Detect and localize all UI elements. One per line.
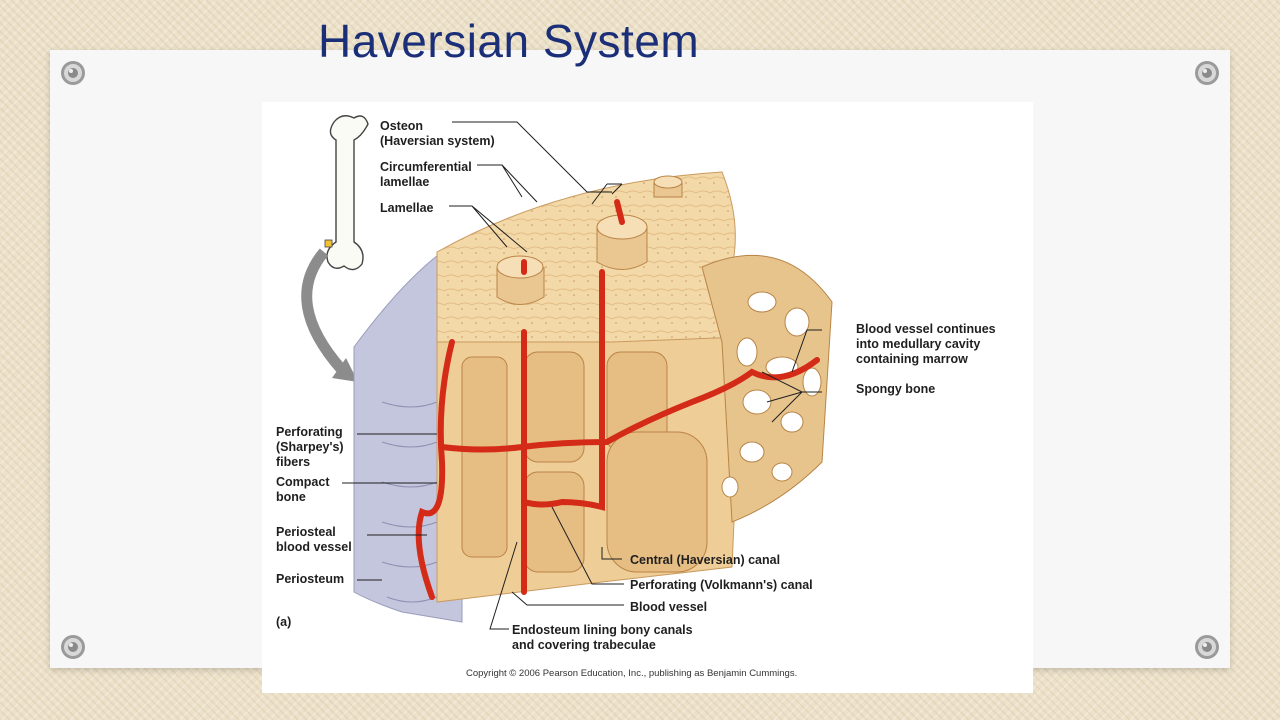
bone-illustration	[301, 115, 833, 630]
label-periosteal-blood-vessel: Periosteal blood vessel	[276, 525, 352, 555]
pushpin-icon	[61, 635, 85, 659]
pushpin-icon	[1195, 635, 1219, 659]
label-osteon-line1: Osteon	[380, 119, 424, 133]
zoom-arrow	[301, 248, 347, 374]
label-periosteal-line1: Periosteal	[276, 525, 336, 539]
label-perforating-line2: (Sharpey's)	[276, 440, 344, 454]
label-endosteum-line2: and covering trabeculae	[512, 638, 656, 652]
label-perforating-line1: Perforating	[276, 425, 343, 439]
label-central-canal: Central (Haversian) canal	[630, 553, 781, 567]
label-perforating-fibers: Perforating (Sharpey's) fibers	[276, 425, 344, 470]
label-perforating-line3: fibers	[276, 455, 311, 469]
copyright-notice: Copyright © 2006 Pearson Education, Inc.…	[466, 668, 798, 679]
pushpin-icon	[1195, 61, 1219, 85]
label-periosteum: Periosteum	[276, 572, 345, 586]
label-endosteum: Endosteum lining bony canals and coverin…	[512, 623, 693, 653]
label-circumferential-line1: Circumferential	[380, 160, 472, 174]
osteon-cylinders	[496, 175, 683, 305]
haversian-diagram: Osteon (Haversian system) Circumferentia…	[262, 102, 1033, 693]
label-blood-vessel: Blood vessel	[630, 600, 708, 614]
label-osteon-line2: (Haversian system)	[380, 134, 495, 148]
label-osteon: Osteon (Haversian system)	[380, 119, 495, 149]
label-compact-line2: bone	[276, 490, 306, 504]
label-periosteal-line2: blood vessel	[276, 540, 352, 554]
blood-vessels	[415, 199, 820, 600]
label-circumferential-line2: lamellae	[380, 175, 430, 189]
label-lamellae: Lamellae	[380, 201, 434, 215]
bone-top-surface	[436, 171, 743, 353]
label-continues-line3: containing marrow	[856, 352, 968, 366]
label-continues-line1: Blood vessel continues	[856, 322, 996, 336]
label-continues-line2: into medullary cavity	[856, 337, 981, 351]
long-bone-icon	[324, 115, 369, 271]
label-endosteum-line1: Endosteum lining bony canals	[512, 623, 693, 637]
label-blood-vessel-continues: Blood vessel continues into medullary ca…	[856, 322, 996, 367]
label-compact-line1: Compact	[276, 475, 330, 489]
pushpin-icon	[61, 61, 85, 85]
label-spongy-bone: Spongy bone	[856, 382, 936, 396]
leader-lines	[342, 121, 822, 630]
slide-title: Haversian System	[318, 15, 700, 67]
panel-label: (a)	[276, 615, 292, 629]
label-compact-bone: Compact bone	[276, 475, 329, 505]
label-circumferential-lamellae: Circumferential lamellae	[380, 160, 472, 190]
label-perforating-canal: Perforating (Volkmann's) canal	[630, 578, 813, 592]
